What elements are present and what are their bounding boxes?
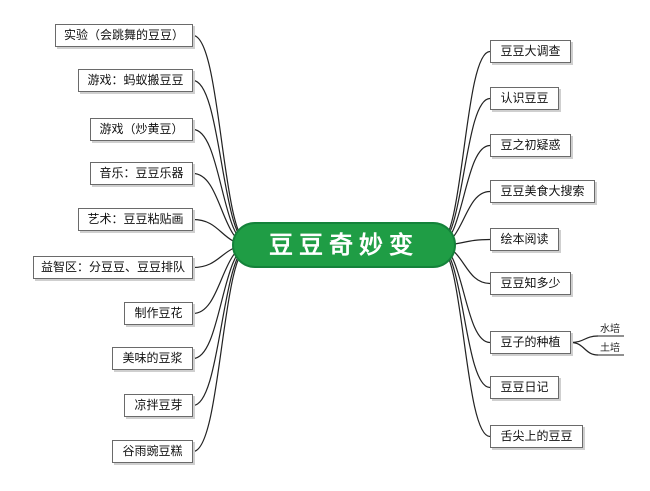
left-node[interactable]: 音乐：豆豆乐器 (90, 162, 193, 185)
left-node[interactable]: 谷雨豌豆糕 (112, 440, 193, 463)
left-node[interactable]: 制作豆花 (124, 302, 193, 325)
connector-left (192, 34, 251, 246)
right-node[interactable]: 豆豆知多少 (490, 272, 571, 295)
connector-left (192, 244, 251, 453)
right-node[interactable]: 豆之初疑惑 (490, 134, 571, 157)
connector-sub (570, 335, 599, 344)
left-node[interactable]: 美味的豆浆 (112, 347, 193, 370)
right-node[interactable]: 豆豆大调查 (490, 40, 571, 63)
right-node[interactable]: 绘本阅读 (490, 228, 559, 251)
connector-right (437, 244, 491, 438)
right-node[interactable]: 认识豆豆 (490, 87, 559, 110)
left-node[interactable]: 艺术：豆豆粘贴画 (78, 208, 193, 231)
connector-right (437, 97, 491, 246)
central-topic[interactable]: 豆豆奇妙变 (232, 222, 456, 268)
connector-left (192, 244, 251, 407)
left-node[interactable]: 游戏（炒黄豆） (90, 118, 193, 141)
left-node[interactable]: 游戏：蚂蚁搬豆豆 (78, 69, 193, 92)
right-node[interactable]: 豆子的种植 (490, 331, 571, 354)
sub-node-water[interactable]: 水培 (600, 324, 620, 335)
right-node[interactable]: 豆豆日记 (490, 376, 559, 399)
left-node[interactable]: 凉拌豆芽 (124, 394, 193, 417)
connector-sub (570, 341, 599, 356)
sub-node-soil[interactable]: 土培 (600, 343, 620, 354)
right-node[interactable]: 舌尖上的豆豆 (490, 425, 583, 448)
left-node[interactable]: 实验（会跳舞的豆豆） (55, 24, 193, 47)
connector-right (437, 244, 491, 389)
right-node[interactable]: 豆豆美食大搜索 (490, 180, 595, 203)
left-node[interactable]: 益智区：分豆豆、豆豆排队 (33, 256, 193, 279)
